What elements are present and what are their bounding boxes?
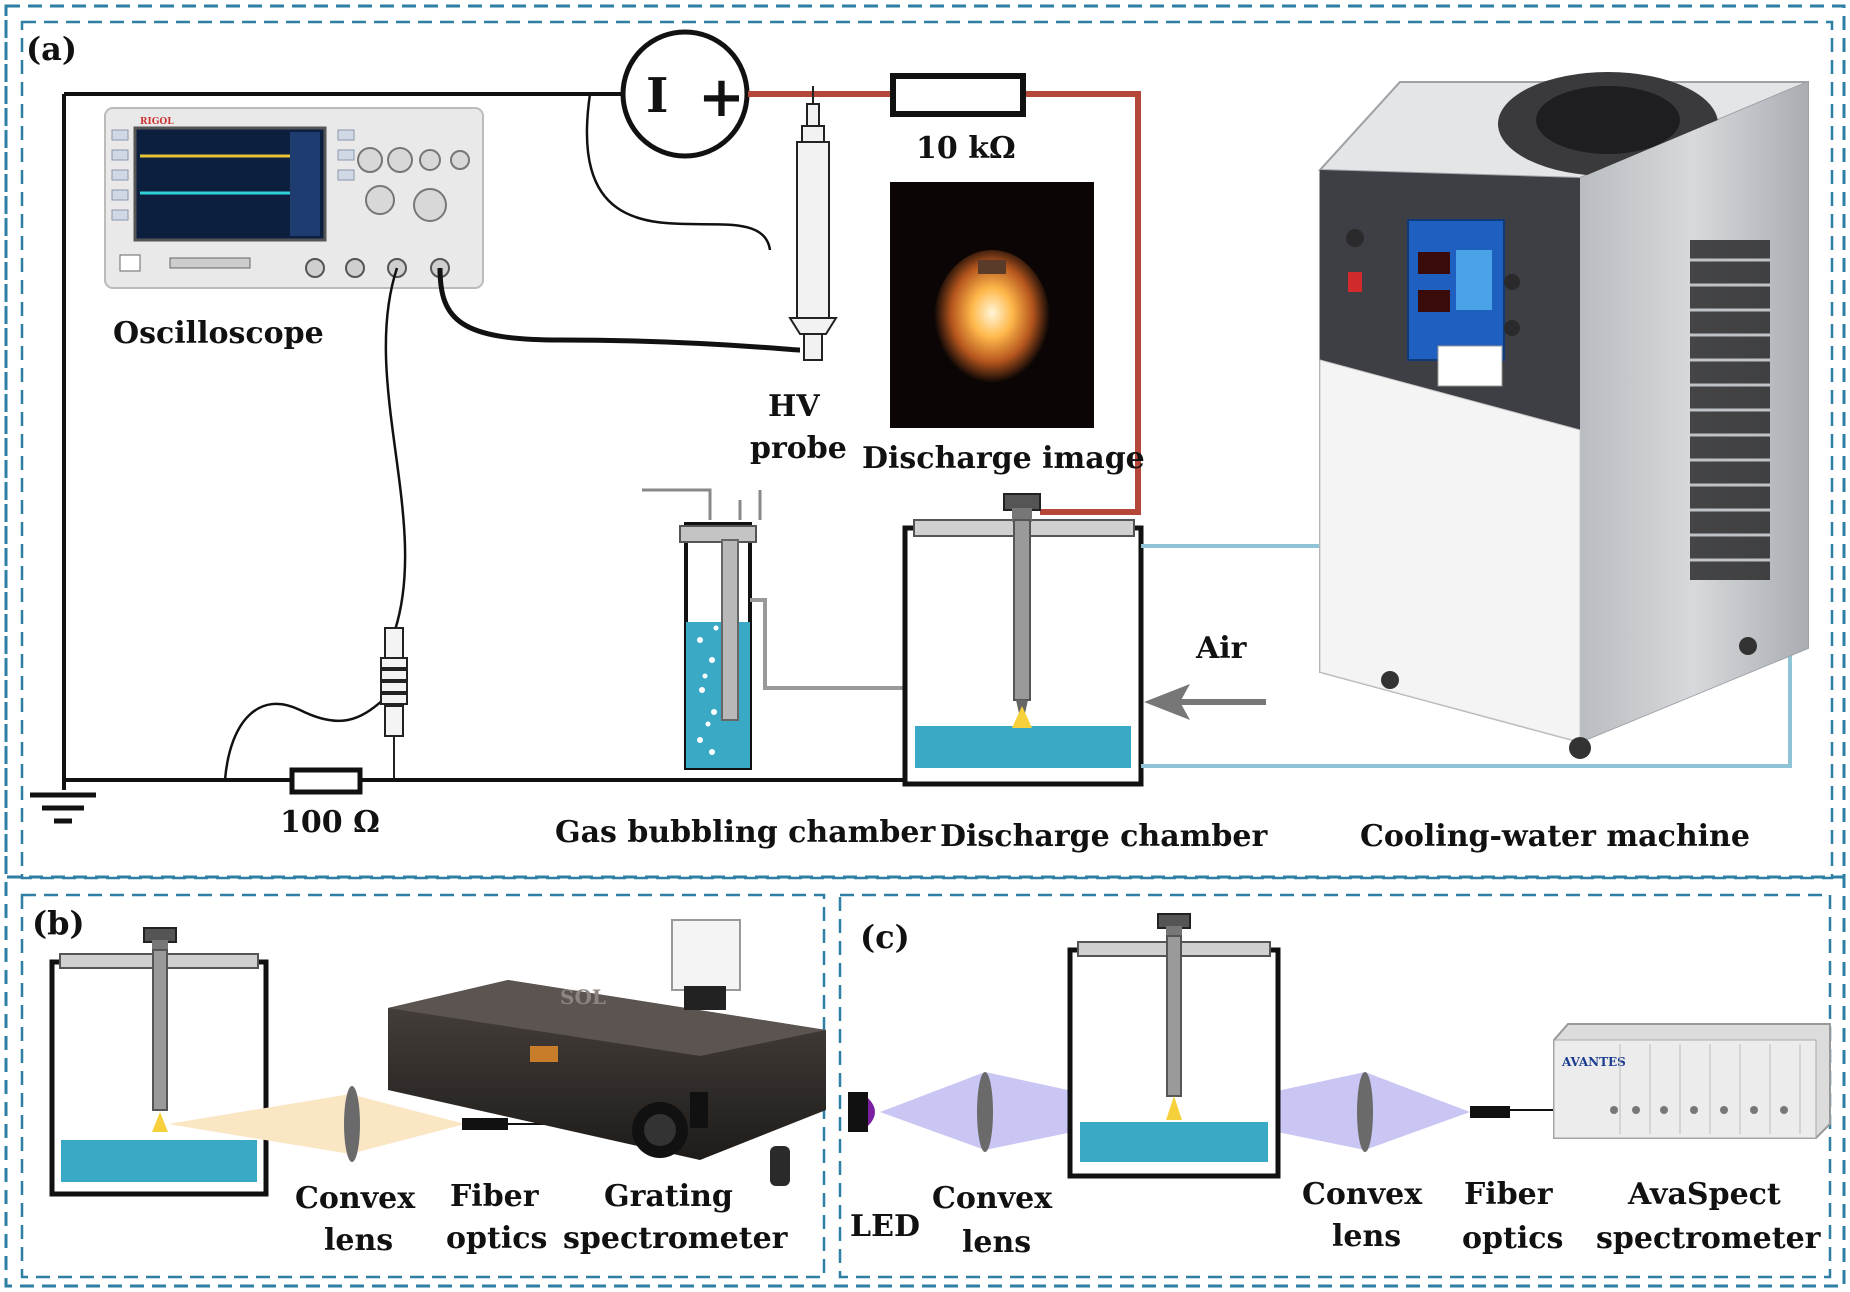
- resistor-100: [289, 767, 363, 795]
- oscilloscope: RIGOL: [104, 107, 484, 289]
- panel-c-convex1-label-1: Convex: [932, 1181, 1053, 1216]
- outer-border-bottom: [4, 4, 1846, 1288]
- panel-c-fiber-label-1: Fiber: [1464, 1177, 1554, 1212]
- panel-b-chamber: [49, 927, 269, 1197]
- probe-cable-thick: [437, 267, 801, 353]
- dc-source-minus: I: [646, 68, 668, 124]
- dc-source-icon: [620, 29, 750, 159]
- gas-bubbling-label: Gas bubbling chamber: [555, 815, 936, 850]
- led-icon: [848, 1092, 875, 1132]
- panel-c-border: [838, 893, 1832, 1279]
- scope-brand: RIGOL: [140, 117, 174, 127]
- panel-a-tag: (a): [26, 30, 77, 68]
- hv-probe-label-2: probe: [750, 431, 847, 466]
- grating-brand: SOL: [560, 985, 606, 1009]
- current-probe: [380, 627, 408, 778]
- resistor-10k-label: 10 kΩ: [916, 131, 1016, 166]
- panel-c-fiber-label-2: optics: [1462, 1221, 1563, 1256]
- panel-c-fiber-tip: [1470, 1106, 1510, 1118]
- hv-probe: [788, 86, 838, 361]
- avaspect-spectrometer: AVANTES: [1553, 1023, 1831, 1139]
- panel-c-led-label: LED: [850, 1209, 920, 1244]
- panel-c-convex1-label-2: lens: [962, 1225, 1031, 1260]
- discharge-chamber-label: Discharge chamber: [940, 819, 1268, 854]
- current-probe-cable: [384, 267, 407, 631]
- gas-bubbling-chamber: [642, 488, 905, 770]
- panel-c-convex-lens-1-icon: [977, 1072, 993, 1152]
- panel-b-grating-label-2: spectrometer: [563, 1221, 789, 1256]
- cooling-water-machine: [1317, 72, 1809, 759]
- air-label: Air: [1195, 631, 1248, 666]
- resistor-100-label: 100 Ω: [280, 805, 380, 840]
- panel-b-convex-label-2: lens: [324, 1223, 393, 1258]
- panel-c-convex-lens-2-icon: [1357, 1072, 1373, 1152]
- panel-b-fiber-label-1: Fiber: [450, 1179, 540, 1214]
- source-probe-wire: [585, 93, 772, 251]
- panel-c-convex2-label-1: Convex: [1302, 1177, 1423, 1212]
- ground-clip-cable: [223, 699, 384, 781]
- panel-c-chamber: [1067, 913, 1281, 1179]
- hv-wire: [748, 91, 1141, 515]
- panel-c-convex2-label-2: lens: [1332, 1219, 1401, 1254]
- panel-a-inner-border: [20, 20, 1834, 880]
- ground-icon: [30, 792, 96, 824]
- hv-probe-label-1: HV: [768, 389, 820, 424]
- panel-c-ava-label-1: AvaSpect: [1627, 1177, 1781, 1212]
- discharge-image-label: Discharge image: [862, 441, 1145, 476]
- air-arrow-icon: [1144, 684, 1266, 720]
- panel-b-tag: (b): [32, 904, 85, 942]
- oscilloscope-label: Oscilloscope: [113, 316, 324, 351]
- panel-b-fiber-label-2: optics: [446, 1221, 547, 1256]
- discharge-image: [890, 182, 1094, 428]
- panel-c-light-cone-right: [1180, 1072, 1470, 1150]
- panel-b-convex-label-1: Convex: [295, 1181, 416, 1216]
- panel-b-light-cone: [168, 1094, 465, 1154]
- avaspect-brand: AVANTES: [1561, 1055, 1626, 1069]
- panel-c-tag: (c): [860, 918, 910, 956]
- cooling-machine-label: Cooling-water machine: [1360, 819, 1750, 854]
- resistor-10k: [890, 73, 1026, 117]
- discharge-chamber: [902, 493, 1144, 787]
- cooling-pipe-bottom: [1141, 606, 1792, 768]
- panel-b-convex-lens-icon: [344, 1086, 360, 1162]
- panel-b-fiber-tip: [462, 1118, 508, 1130]
- panel-b-grating-label-1: Grating: [604, 1179, 733, 1214]
- dc-source-plus: +: [698, 64, 745, 130]
- grating-spectrometer: SOL: [388, 919, 826, 1186]
- panel-c-ava-label-2: spectrometer: [1596, 1221, 1822, 1256]
- panel-c-light-cone-left: [880, 1072, 1170, 1150]
